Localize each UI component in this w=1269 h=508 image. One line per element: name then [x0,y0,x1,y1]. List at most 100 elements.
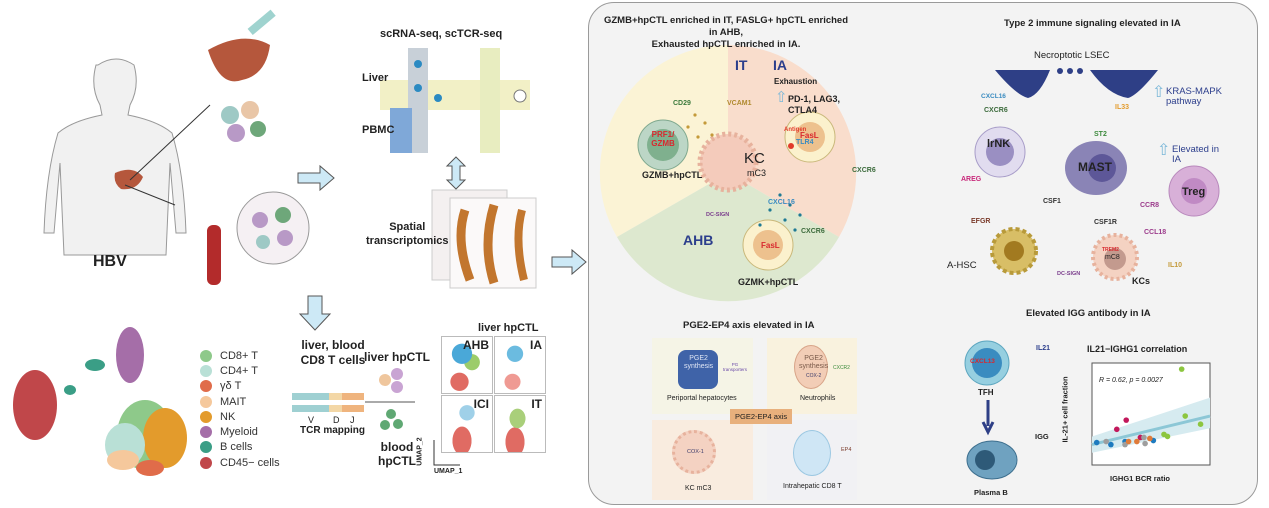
chart-xlabel: IGHG1 BCR ratio [1110,474,1171,483]
exhaustion-label: Exhaustion [774,77,818,86]
legend-item: γδ T [200,379,280,394]
vcam1-label: VCAM1 [727,100,752,107]
data-point [1178,366,1185,372]
treg-label: Treg [1182,186,1206,198]
blood-hpctl-line: blood [380,440,414,454]
plasma-b-cell [966,440,1018,480]
irnk-cell [974,126,1026,178]
cxcl16-label-t2: CXCL16 [981,93,1006,100]
data-point [1197,421,1204,427]
data-point [1093,439,1100,446]
tcr-caption: TCR mapping [300,425,365,436]
synth-line: PGE2 [689,355,708,362]
marker-line: PD-1, LAG3, [788,94,841,104]
legend-swatch [200,426,212,439]
legend-label: γδ T [220,380,242,393]
v-label: V [308,415,315,425]
legend-item: CD4+ T [200,363,280,378]
patient-illustration [43,58,211,256]
cxcl16-label: CXCL16 [768,199,795,206]
ep4-label: EP4 [841,447,852,453]
legend-swatch [200,456,212,469]
data-point [1142,440,1148,447]
liver-hpctl-label: liver hpCTL [364,350,431,364]
umap-panel-ia: IA [494,336,546,394]
cxcr6-label-t2: CXCR6 [984,107,1008,114]
cxcl13-label: CXCL13 [970,358,995,365]
neutrophils-label: Neutrophils [800,395,836,402]
hpctl-pie [599,44,857,302]
ahsc-label: A-HSC [947,260,977,271]
data-point [1103,438,1109,445]
legend-item: CD45− cells [200,455,280,470]
gzmb-hpctl-label: GZMB+hpCTL [642,170,703,180]
scrna-label: scRNA-seq, scTCR-seq [380,28,503,40]
legend-label: B cells [220,441,253,454]
spatial-label: Spatial transcriptomics [366,221,449,247]
data-point [1164,433,1171,440]
cxcr6-label-ia: CXCR6 [852,167,876,174]
pie-title: GZMB+hpCTL enriched in IT, FASLG+ hpCTL … [600,15,852,51]
legend-item: CD8+ T [200,348,280,363]
il33-label: IL33 [1115,104,1130,111]
synth-line: synthesis [684,363,714,370]
j-label: J [350,415,355,425]
pie-title-line: Exhausted hpCTL enriched in IA. [651,39,801,50]
arrow-to-panel-icon [551,248,587,276]
blood-sample-icon [207,191,310,285]
prf1-text: PRF1/ [651,130,675,139]
data-point [1125,438,1132,445]
spatial-slides-icon [431,189,537,289]
double-arrow-icon [445,156,467,190]
hpctl-cells-icon [365,368,415,430]
pie-title-line: GZMB+hpCTL enriched in IT, FASLG+ hpCTL … [603,15,849,38]
tcr-title-line: CD8 T cells [300,353,366,367]
synth-line: synthesis [799,363,829,370]
il21-label: IL21 [1036,345,1051,352]
pbmc-label: PBMC [362,124,395,136]
liver-syringe-icon [208,9,276,142]
marker-line: CTLA4 [788,105,817,115]
data-point [1182,413,1189,419]
data-point [1134,438,1140,445]
legend-item: NK [200,409,280,424]
pge2-axis-badge: PGE2-EP4 axis [730,409,793,424]
hepatocyte-cell [678,350,718,389]
microfluidics-diagram [380,48,530,153]
up-arrow-icon: ⇧ [775,89,788,106]
sector-label-ia: IA [773,57,787,73]
umap-ylabel: UMAP_2 [416,437,424,466]
legend-label: CD45− cells [220,456,280,469]
periportal-label: Periportal hepatocytes [667,395,737,402]
kc-mc3-label: KC mC3 [685,485,712,492]
legend-label: MAIT [220,395,247,408]
kras-arrow-icon: ⇧ [1152,84,1166,101]
scatter-plot [1091,362,1211,466]
mc8-label: mC8 [1105,254,1120,261]
legend-item: MAIT [200,394,280,409]
data-point [1147,435,1153,442]
cd8t-cell [793,430,831,476]
cd8t-label: Intrahepatic CD8 T [783,483,842,490]
pge2-title: PGE2-EP4 axis elevated in IA [683,320,815,331]
chart-annotation: R = 0.62, p = 0.0027 [1099,377,1163,384]
blood-hpctl-line: hpCTL [378,454,416,468]
synth-line: PGE2 [804,355,823,362]
legend-label: NK [220,410,236,423]
tcr-segments [292,393,364,412]
cox2-label: COX-2 [806,373,822,379]
data-point [1108,441,1114,448]
kc-label: KC [744,150,765,167]
arrow-down-icon [298,295,332,331]
mc3-label: mC3 [747,168,767,178]
data-point [1141,434,1147,441]
fasl-label-ahb: FasL [761,241,780,250]
d-label: D [333,415,340,425]
tlr4-label: TLR4 [796,139,814,146]
legend-swatch [200,410,212,423]
legend-swatch [200,395,212,408]
hbv-label: HBV [93,253,127,270]
